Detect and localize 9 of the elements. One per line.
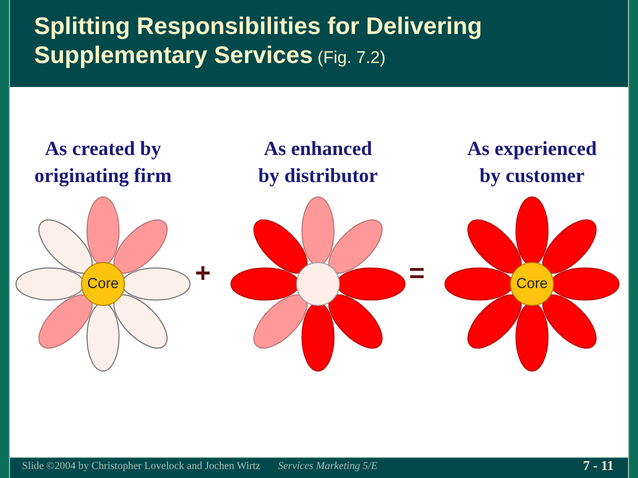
plus-sign: +: [195, 259, 211, 289]
slide-number: 7 - 11: [583, 459, 614, 474]
equals-sign: =: [409, 259, 425, 289]
flower-heading: As created by originating firm: [34, 138, 172, 187]
book-title: Services Marketing 5/E: [278, 461, 378, 473]
flower-heading: As enhanced by distributor: [258, 138, 378, 187]
footer-credit: Slide ©2004 by Christopher Lovelock and Jochen Wirtz: [22, 461, 260, 473]
slide-title: Splitting Responsibilities for Delivering Supplementary Services (Fig. 7.2): [34, 19, 482, 67]
flower-heading: As experienced by customer: [467, 138, 597, 187]
